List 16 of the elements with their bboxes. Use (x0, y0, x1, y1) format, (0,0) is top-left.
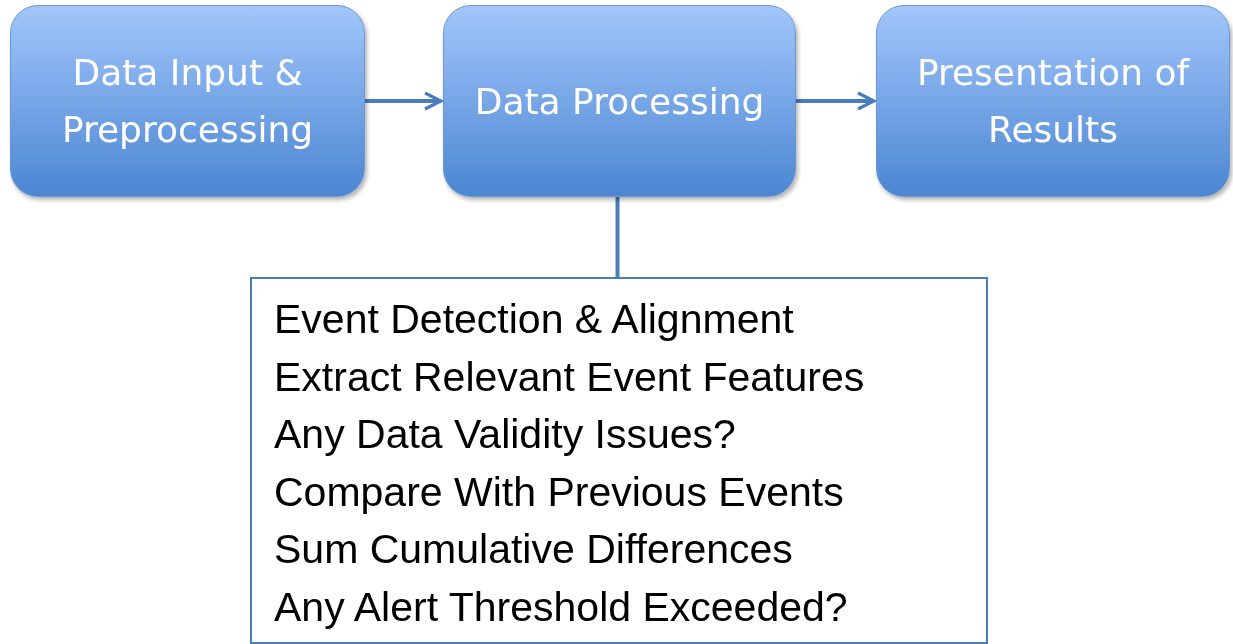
arrow (796, 91, 876, 111)
process-box (876, 5, 1230, 197)
list-item: Event Detection & Alignment (274, 295, 795, 344)
list-item: Sum Cumulative Differences (274, 525, 794, 574)
list-item: Extract Relevant Event Features (274, 352, 866, 402)
list-item: Any Data Validity Issues? (274, 410, 737, 459)
process-label: Data Input & Preprocessing (60, 51, 315, 152)
process-box (443, 5, 796, 197)
process-box (10, 5, 365, 197)
text-list-box (250, 277, 988, 644)
process-label: Presentation of Results (915, 51, 1191, 152)
list-item: Compare With Previous Events (274, 467, 845, 517)
process-label: Data Processing (473, 79, 766, 124)
list-item: Any Alert Threshold Exceeded? (274, 582, 849, 632)
arrow (365, 91, 443, 111)
connector-line (615, 197, 620, 277)
